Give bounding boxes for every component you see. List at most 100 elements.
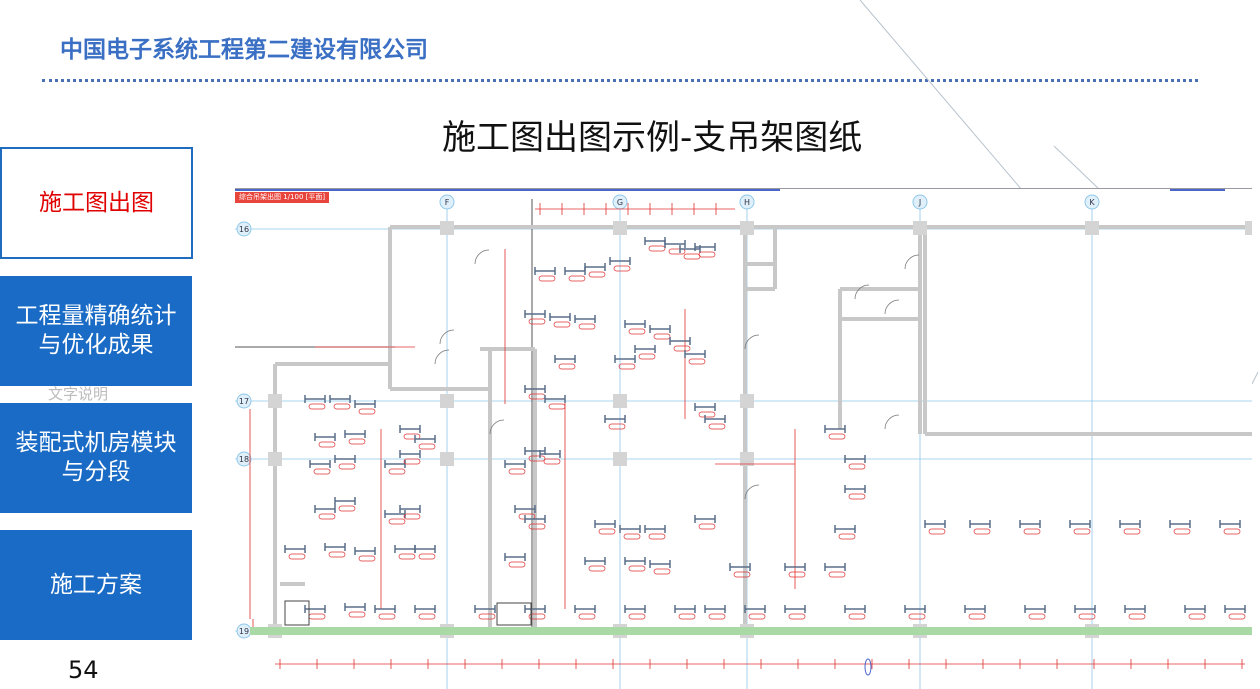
page-number: 54 [68, 656, 99, 684]
hanger-tag [688, 358, 706, 365]
column [268, 452, 282, 466]
hanger-tag [538, 275, 556, 282]
nav-label: 施工图出图 [39, 189, 154, 216]
hanger-tag [838, 533, 856, 540]
hanger-tag [528, 613, 546, 620]
hanger-tag [698, 523, 716, 530]
header-divider [42, 79, 1198, 82]
grid-label: J [918, 198, 921, 207]
nav-prefab-module[interactable]: 装配式机房模块与分段 [0, 403, 192, 513]
column [740, 394, 754, 408]
hanger-tag [1173, 528, 1191, 535]
column [440, 221, 454, 235]
hanger-tag [733, 571, 751, 578]
hanger-tag [328, 551, 346, 558]
hanger-tag [828, 571, 846, 578]
hanger-tag [528, 318, 546, 325]
hanger-tag [333, 403, 351, 410]
hanger-tag [568, 275, 586, 282]
column [613, 452, 627, 466]
door-arc [439, 329, 455, 345]
hanger-tag [578, 323, 596, 330]
hanger-tag [288, 553, 306, 560]
column [268, 394, 282, 408]
nav-quantity-statistics[interactable]: 工程量精确统计与优化成果 [0, 276, 192, 386]
column [613, 221, 627, 235]
hanger-tag [588, 565, 606, 572]
nav-construction-drawing[interactable]: 施工图出图 [0, 147, 193, 259]
grid-bubble [439, 194, 455, 210]
door-arc [744, 334, 760, 350]
grid-label: K [1089, 198, 1095, 207]
hanger-tag [398, 553, 416, 560]
door-arc [434, 349, 450, 365]
hanger-tag [648, 533, 666, 540]
hanger-tag [828, 433, 846, 440]
hanger-tag [348, 611, 366, 618]
door-arc [904, 254, 920, 270]
view-tag: 综合吊架出图 1/100 [平面] [235, 192, 330, 203]
hanger-tag [1073, 528, 1091, 535]
hanger-tag [403, 433, 421, 440]
hanger-tag [548, 403, 566, 410]
hanger-tag [508, 561, 526, 568]
hanger-tag [358, 555, 376, 562]
hanger-tag [528, 523, 546, 530]
hanger-tag [418, 553, 436, 560]
hanger-tag [598, 528, 616, 535]
nav-label: 施工方案 [50, 571, 142, 598]
hanger-tag [608, 423, 626, 430]
top-strip [235, 189, 780, 191]
hanger-tag [653, 568, 671, 575]
grid-label: F [445, 198, 450, 207]
hanger-tag [678, 613, 696, 620]
grid-bubble [1084, 194, 1100, 210]
hanger-tag [1228, 613, 1246, 620]
grid-label: G [617, 198, 623, 207]
column [440, 394, 454, 408]
hanger-tag [683, 253, 701, 260]
door-arc [884, 414, 900, 430]
hanger-tag [338, 463, 356, 470]
grid-label: H [744, 198, 750, 207]
hanger-tag [388, 518, 406, 525]
hanger-tag [968, 613, 986, 620]
hanger-tag [673, 345, 691, 352]
hanger-tag [648, 245, 666, 252]
hanger-tag [388, 468, 406, 475]
hanger-tag [318, 513, 336, 520]
hanger-tag [623, 533, 641, 540]
hanger-tag [788, 613, 806, 620]
hanger-tag [1078, 613, 1096, 620]
hanger-tag [628, 328, 646, 335]
hanger-tag [403, 458, 421, 465]
hanger-tag [313, 468, 331, 475]
hanger-tag [403, 513, 421, 520]
hanger-tag [1223, 528, 1241, 535]
hanger-tag [588, 271, 606, 278]
grid-bubble [739, 194, 755, 210]
column [913, 221, 927, 235]
equipment-box [284, 600, 310, 626]
column [740, 452, 754, 466]
hanger-tag [668, 248, 686, 255]
door-arc [489, 419, 505, 435]
nav-construction-plan[interactable]: 施工方案 [0, 530, 192, 640]
hanger-tag [338, 505, 356, 512]
hanger-tag [578, 613, 596, 620]
hanger-tag [553, 321, 571, 328]
hanger-tag [543, 458, 561, 465]
hanger-tag [528, 455, 546, 462]
floor-band [250, 627, 1252, 635]
hanger-tag [698, 251, 716, 258]
hanger-tag [848, 463, 866, 470]
nav-label: 装配式机房模块与分段 [15, 430, 177, 485]
equipment-box [496, 602, 532, 626]
column [1085, 221, 1099, 235]
hanger-tag [508, 468, 526, 475]
hanger-tag [628, 613, 646, 620]
grid-bubble [236, 221, 252, 237]
